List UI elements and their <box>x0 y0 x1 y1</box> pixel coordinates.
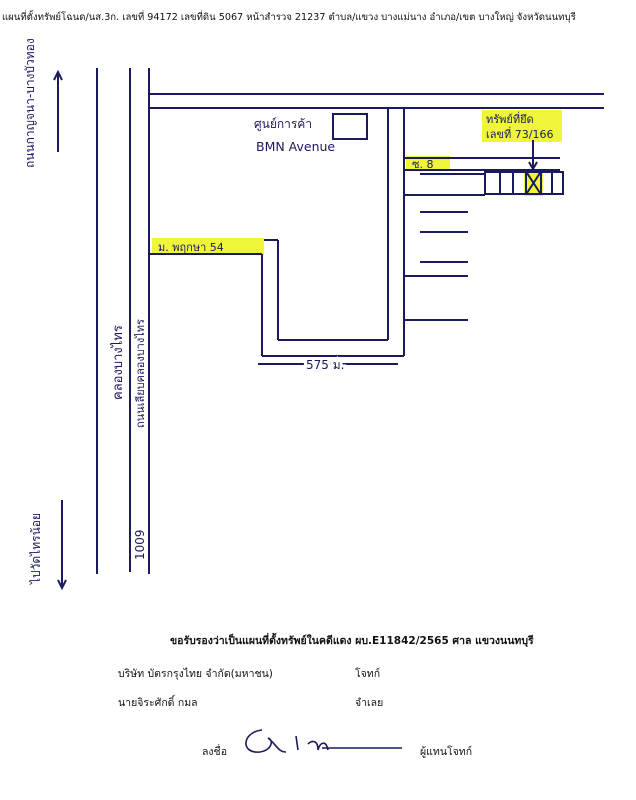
bottom-left-road-label: ไปวัดไทรน้อย <box>29 513 43 585</box>
distance-label: 575 ม. <box>306 358 344 372</box>
property-number: เลขที่ 73/166 <box>486 126 553 141</box>
property-label: ทรัพย์ที่ยึด <box>486 111 534 126</box>
signature-image <box>245 729 402 753</box>
lane-label: ซ. 8 <box>412 158 433 171</box>
mall-label: ศูนย์การค้า <box>254 117 312 132</box>
sign-label: ลงชื่อ <box>202 746 227 758</box>
soi-highlight <box>152 238 264 255</box>
plaintiff-role: โจทก์ <box>355 668 381 680</box>
sign-role: ผู้แทนโจทก์ <box>420 746 473 758</box>
lane-highlight <box>406 156 450 171</box>
property-label-highlight <box>482 110 562 142</box>
mall-building-icon <box>332 113 368 140</box>
property-plots <box>484 171 564 195</box>
km-marker-label: 1009 <box>133 529 147 560</box>
plaintiff-name: บริษัท บัตรกรุงไทย จำกัด(มหาชน) <box>118 668 273 680</box>
canal-side-road-label: ถนนเลียบคลองบางไทร <box>134 319 147 428</box>
page-header: แผนที่ตั้งทรัพย์โฉนด/นส.3ก. เลขที่ 94172… <box>2 12 576 23</box>
soi-label: ม. พฤกษา 54 <box>158 241 224 254</box>
mall-name: BMN Avenue <box>256 139 335 154</box>
defendant-role: จำเลย <box>355 697 384 709</box>
defendant-name: นายจิระศักดิ์ กมล <box>118 697 198 709</box>
top-left-road-label: ถนนกาญจนา-บางบัวทอง <box>23 38 37 168</box>
certify-line: ขอรับรองว่าเป็นแผนที่ตั้งทรัพย์ในคดีแดง … <box>170 635 534 647</box>
canal-label: คลองบางไทร <box>110 325 126 400</box>
